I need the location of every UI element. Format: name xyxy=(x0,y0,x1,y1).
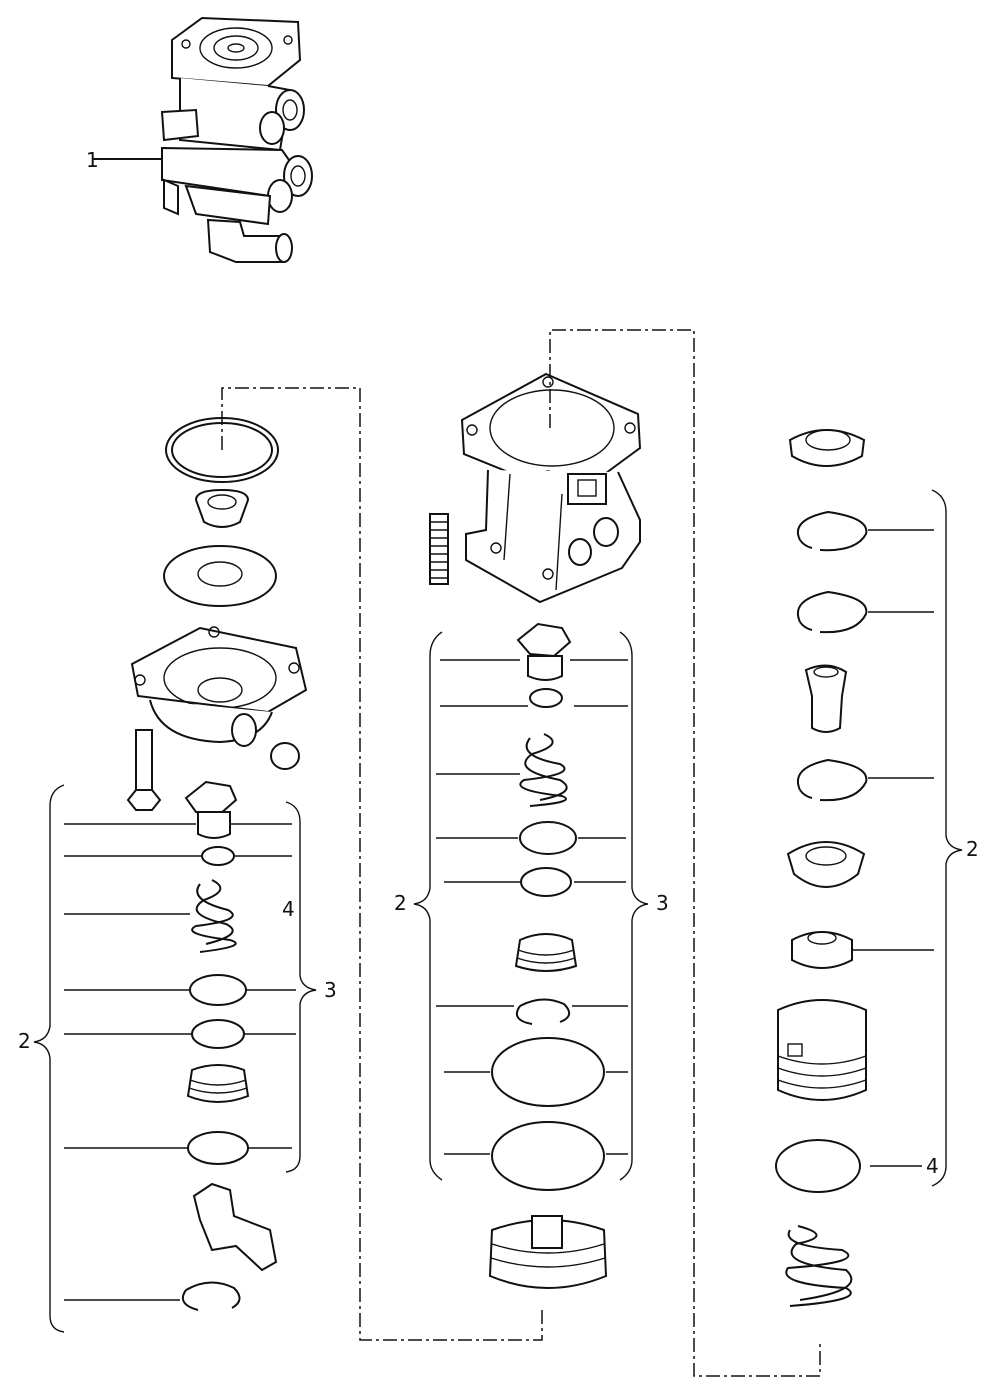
callout-left-spring: 4 xyxy=(282,897,295,921)
grouping-dash-lines xyxy=(221,329,821,1377)
callout-right-oring: 4 xyxy=(926,1154,939,1178)
left-parts-column xyxy=(126,417,308,1311)
right-leader-lines xyxy=(852,489,963,1187)
callout-left-kit-outer: 2 xyxy=(18,1029,31,1053)
callout-right-kit: 2 xyxy=(966,837,979,861)
center-parts-column xyxy=(429,372,642,1289)
callout-center-kit-right: 3 xyxy=(656,891,669,915)
left-leader-lines xyxy=(33,784,317,1333)
right-parts-column xyxy=(775,429,868,1307)
center-leader-lines xyxy=(413,631,649,1181)
callout-center-kit-left: 2 xyxy=(394,891,407,915)
valve-assembly xyxy=(92,16,313,263)
callout-assembly: 1 xyxy=(86,148,99,172)
callout-labels: 1 2 3 4 2 3 2 4 xyxy=(18,148,979,1178)
callout-left-kit-inner: 3 xyxy=(324,978,337,1002)
